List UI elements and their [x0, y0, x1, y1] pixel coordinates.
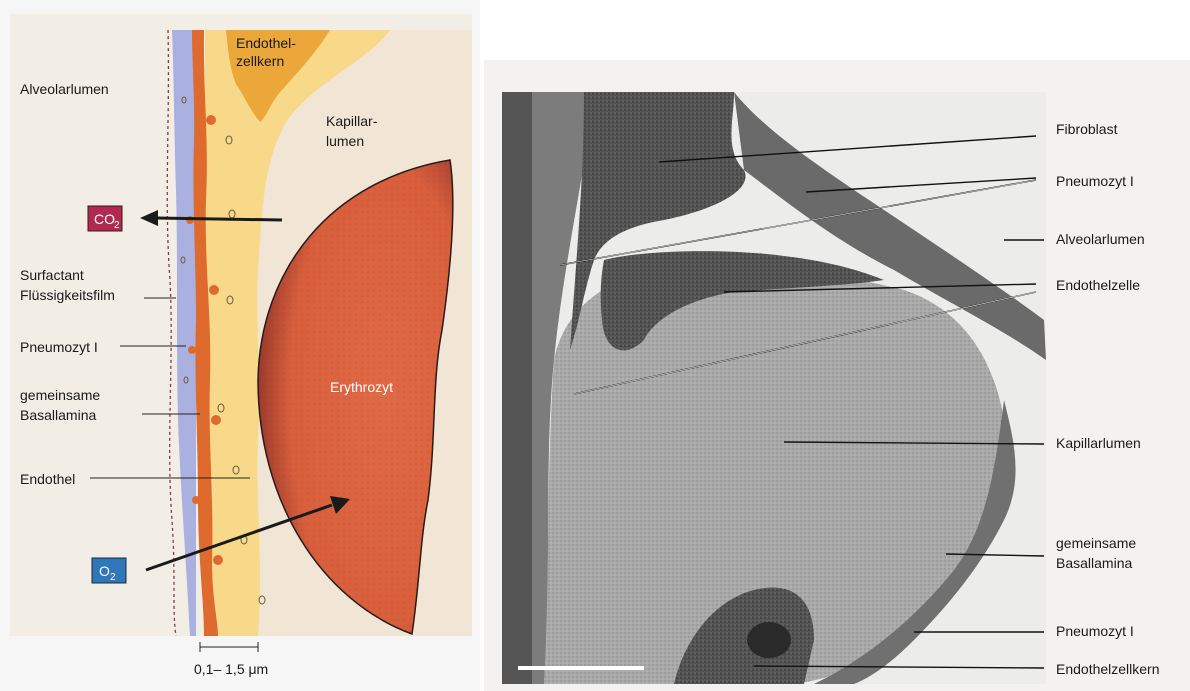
co2-badge: CO 2 [88, 206, 122, 231]
svg-text:2: 2 [114, 220, 120, 231]
svg-text:CO: CO [94, 211, 115, 227]
label-basallamina: gemeinsame [20, 387, 100, 403]
label-fibroblast: Fibroblast [1056, 121, 1118, 137]
label-kapillarlumen: Kapillar- [326, 113, 378, 129]
label-basallamina-right-2: Basallamina [1056, 555, 1132, 571]
label-endothelzelle: Endothelzelle [1056, 277, 1140, 293]
label-endothelzellkern: Endothelzellkern [1056, 661, 1160, 677]
schematic-diagram: CO 2 O 2 Endothel- zellkern Alveolarlume… [0, 0, 480, 691]
micrograph-image [502, 92, 1046, 684]
label-basallamina-2: Basallamina [20, 407, 96, 423]
label-scale: 0,1– 1,5 μm [194, 661, 268, 677]
label-erythrozyt: Erythrozyt [330, 379, 393, 395]
label-basallamina-right: gemeinsame [1056, 535, 1136, 551]
label-pneumozyt-bottom: Pneumozyt I [1056, 623, 1134, 639]
micrograph-panel: Fibroblast Pneumozyt I Alveolarlumen End… [484, 60, 1190, 691]
svg-text:2: 2 [110, 572, 116, 583]
label-endothel-zellkern: Endothel- [236, 35, 296, 51]
svg-text:O: O [99, 563, 110, 579]
label-kapillarlumen-2: lumen [326, 133, 364, 149]
label-pneumozyt-top: Pneumozyt I [1056, 173, 1134, 189]
label-endothel: Endothel [20, 471, 75, 487]
label-surfactant: Surfactant [20, 267, 84, 283]
label-surfactant-2: Flüssigkeitsfilm [20, 287, 115, 303]
label-kapillarlumen-right: Kapillarlumen [1056, 435, 1141, 451]
label-alveolarlumen: Alveolarlumen [20, 81, 109, 97]
label-endothel-zellkern-2: zellkern [236, 53, 284, 69]
label-alveolarlumen-right: Alveolarlumen [1056, 231, 1145, 247]
label-pneumozyt: Pneumozyt I [20, 339, 98, 355]
o2-badge: O 2 [92, 558, 126, 583]
